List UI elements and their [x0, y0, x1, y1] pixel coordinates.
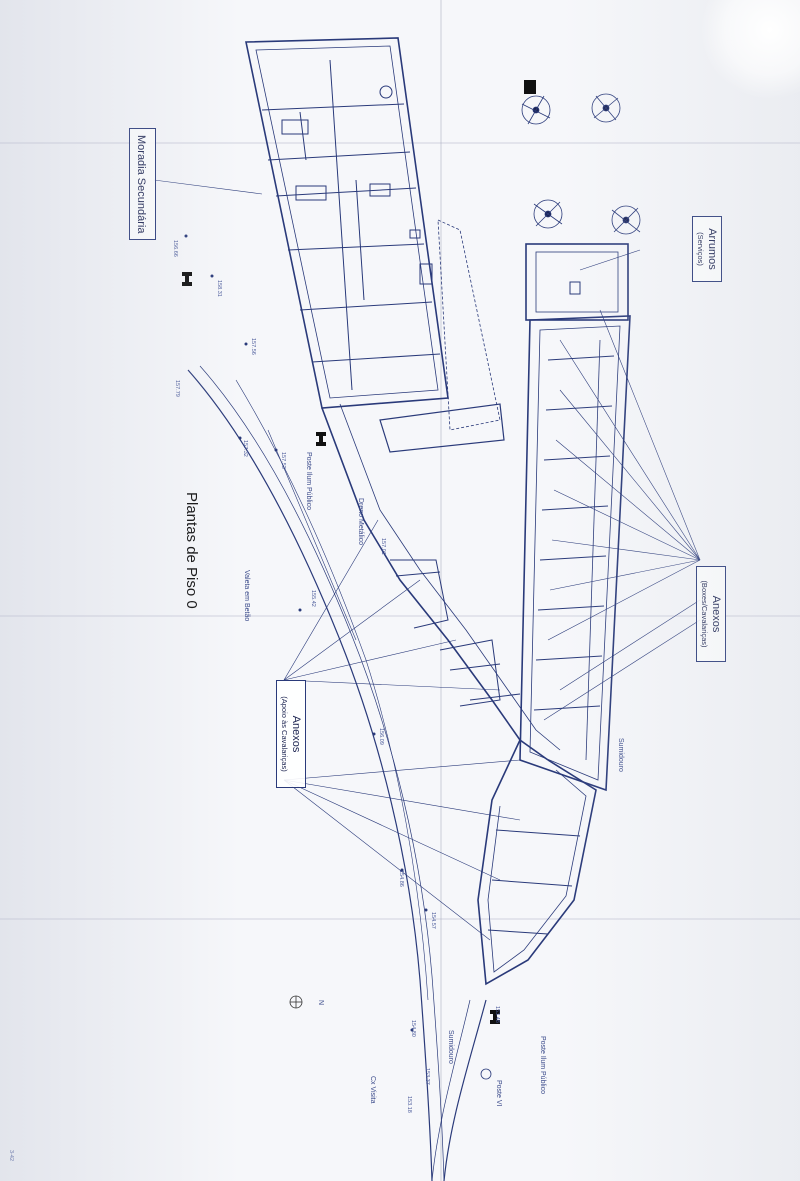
- north-arrow: [289, 995, 303, 1009]
- moradia-label-text: Moradia Secundária: [135, 135, 147, 234]
- elevation-label: 157.56: [250, 338, 256, 355]
- elevation-label: 154.57: [430, 912, 436, 929]
- elevation-label: 156.09: [378, 728, 384, 745]
- poste-bottom-label: Poste Ilum Público: [539, 1036, 546, 1094]
- elevation-label: 157.53: [280, 452, 286, 469]
- north-label: N: [317, 1000, 324, 1006]
- poste-vi-symbol: [480, 1068, 492, 1080]
- elevation-label: 153.48: [494, 1006, 500, 1023]
- dreno-label: Dreno Metálico: [357, 498, 364, 546]
- anexos-boxes-subtitle: (Boxes/Cavalariças): [699, 580, 709, 648]
- elevation-label: 157.79: [174, 380, 180, 397]
- anexos-apoio-label: Anexos (Apoio às Cavalariças): [275, 680, 306, 788]
- lower-annex-wall: [477, 739, 597, 986]
- road-edge: [235, 379, 429, 1001]
- house-inner-outline: [255, 45, 439, 399]
- fixture-symbol: [379, 85, 393, 99]
- leader-lines: [543, 309, 701, 721]
- plan-title: Plantas de Piso 0: [183, 492, 200, 609]
- annex-wall: [321, 407, 549, 761]
- elevation-label: 158.31: [216, 280, 222, 297]
- corner-mark: 3-42: [8, 1150, 14, 1162]
- lamp-post-symbols: [182, 272, 500, 1024]
- anexos-apoio-title: Anexos: [290, 715, 302, 753]
- arrumos-label: Arrumos (Serviços): [691, 216, 722, 282]
- kitchen-counter: [281, 119, 309, 135]
- elevation-label: 153.37: [424, 1068, 430, 1085]
- elevation-label: 157.32: [242, 440, 248, 457]
- arrumos-subtitle: (Serviços): [695, 232, 705, 266]
- anexos-boxes-title: Anexos: [710, 595, 722, 633]
- fold-line: [0, 615, 800, 617]
- elevation-label: 154.80: [410, 1020, 416, 1037]
- fold-line: [0, 918, 800, 920]
- moradia-label: Moradia Secundária: [128, 128, 156, 240]
- elevation-label: 155.42: [310, 590, 316, 607]
- house-outline: [245, 37, 449, 409]
- stables-outline: [519, 315, 631, 792]
- elevation-label: 156.66: [172, 240, 178, 257]
- fold-line: [0, 142, 800, 144]
- tree-symbols: [521, 93, 641, 235]
- sumidouro-bottom-label: Sumidouro: [447, 1030, 454, 1064]
- fold-line: [440, 0, 442, 1181]
- elevation-label: 153.18: [406, 1096, 412, 1113]
- post-marker: [524, 80, 536, 94]
- anexos-apoio-subtitle: (Apoio às Cavalariças): [279, 696, 289, 772]
- cx-visita-label: Cx Visita: [369, 1076, 376, 1104]
- road-edge: [187, 369, 433, 1181]
- arrumos-title: Arrumos: [706, 228, 718, 270]
- valeta-label: Valeta em Betão: [243, 570, 250, 622]
- anexos-boxes-label: Anexos (Boxes/Cavalariças): [695, 566, 726, 662]
- poste-top-label: Poste Ilum Público: [305, 452, 312, 510]
- poste-vi-label: Poste VI: [495, 1080, 502, 1107]
- elevation-label: 154.86: [398, 870, 404, 887]
- sumidouro-right-label: Sumidouro: [617, 738, 624, 772]
- survey-points: [184, 234, 428, 1032]
- elevation-label: 157.01: [380, 538, 386, 555]
- arrumos-block: [525, 243, 629, 321]
- leader-lines: [283, 519, 521, 941]
